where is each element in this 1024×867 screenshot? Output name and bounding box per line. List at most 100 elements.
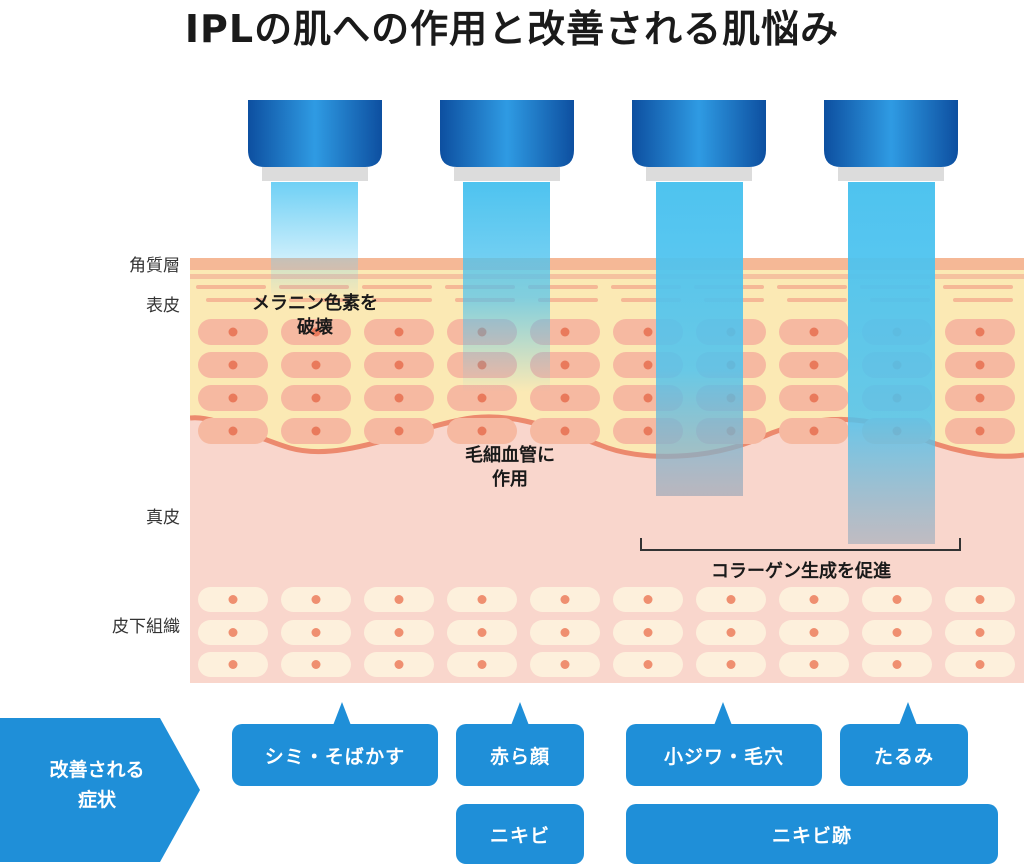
capillary-effect-label: 毛細血管に 作用 xyxy=(465,445,555,490)
corneum-dash xyxy=(206,298,266,302)
cell-nucleus xyxy=(477,393,487,403)
cell-nucleus xyxy=(394,327,404,337)
symptom-wrinkles-pores: 小ジワ・毛穴 xyxy=(626,724,822,786)
cell-nucleus xyxy=(477,426,487,436)
symptom-acne: ニキビ xyxy=(456,804,584,864)
bubble-pointer-spots xyxy=(332,702,352,728)
cell-nucleus xyxy=(560,660,570,669)
light-beam-1 xyxy=(271,182,358,294)
light-beam-3 xyxy=(656,182,743,496)
page-title: IPLの肌への作用と改善される肌悩み xyxy=(184,7,840,51)
label-dermis: 真皮 xyxy=(146,508,180,528)
cell-nucleus xyxy=(228,426,238,436)
label-stratum-corneum: 角質層 xyxy=(129,256,180,276)
symptom-acne-scars: ニキビ跡 xyxy=(626,804,998,864)
cell-nucleus xyxy=(892,595,902,604)
label-epidermis: 表皮 xyxy=(146,296,180,316)
cell-nucleus xyxy=(892,660,902,669)
corneum-dash xyxy=(362,285,432,289)
cell-nucleus xyxy=(560,393,570,403)
corneum-dash xyxy=(289,298,349,302)
cell-nucleus xyxy=(560,360,570,370)
cell-nucleus xyxy=(809,628,819,637)
cell-nucleus xyxy=(560,327,570,337)
cell-nucleus xyxy=(809,660,819,669)
cell-nucleus xyxy=(643,360,653,370)
cell-nucleus xyxy=(228,360,238,370)
cell-nucleus xyxy=(643,393,653,403)
stratum-corneum-band xyxy=(190,258,1024,270)
cell-nucleus xyxy=(560,426,570,436)
cell-nucleus xyxy=(726,628,736,637)
corneum-dash xyxy=(787,298,847,302)
light-beam-2 xyxy=(463,182,550,392)
cell-nucleus xyxy=(726,595,736,604)
cell-nucleus xyxy=(643,426,653,436)
cell-nucleus xyxy=(643,327,653,337)
cell-nucleus xyxy=(643,595,653,604)
cell-nucleus xyxy=(477,660,487,669)
symptom-redness: 赤ら顔 xyxy=(456,724,584,786)
cell-nucleus xyxy=(809,393,819,403)
subcutaneous-cells xyxy=(198,587,1015,677)
corneum-dash xyxy=(943,285,1013,289)
cell-nucleus xyxy=(975,660,985,669)
cell-nucleus xyxy=(394,393,404,403)
bubble-pointer-wrinkles xyxy=(713,702,733,728)
corneum-dash xyxy=(538,298,598,302)
melanin-effect-label: メラニン色素を 破壊 xyxy=(252,293,378,338)
corneum-dash xyxy=(953,298,1013,302)
cell-nucleus xyxy=(394,360,404,370)
cell-nucleus xyxy=(643,660,653,669)
cell-nucleus xyxy=(477,628,487,637)
cell-nucleus xyxy=(228,393,238,403)
cell-nucleus xyxy=(394,628,404,637)
cell-nucleus xyxy=(311,426,321,436)
symptom-spots: シミ・そばかす xyxy=(232,724,438,786)
cell-nucleus xyxy=(560,628,570,637)
cell-nucleus xyxy=(311,660,321,669)
cell-nucleus xyxy=(809,360,819,370)
improve-arrow xyxy=(0,718,200,862)
cell-nucleus xyxy=(892,628,902,637)
cell-nucleus xyxy=(975,628,985,637)
collagen-effect-label: コラーゲン生成を促進 xyxy=(711,561,891,582)
cell-nucleus xyxy=(228,628,238,637)
symptom-sagging: たるみ xyxy=(840,724,968,786)
collagen-bracket xyxy=(640,538,961,551)
corneum-dash xyxy=(372,298,432,302)
cell-nucleus xyxy=(726,660,736,669)
cell-nucleus xyxy=(311,360,321,370)
cell-nucleus xyxy=(228,595,238,604)
cell-nucleus xyxy=(975,426,985,436)
cell-nucleus xyxy=(809,327,819,337)
ipl-head-3 xyxy=(632,100,766,181)
improve-label: 改善される 症状 xyxy=(49,759,145,811)
cell-nucleus xyxy=(394,595,404,604)
ipl-head-1 xyxy=(248,100,382,181)
cell-nucleus xyxy=(228,327,238,337)
cell-nucleus xyxy=(477,595,487,604)
cell-nucleus xyxy=(311,393,321,403)
cell-nucleus xyxy=(975,360,985,370)
cell-nucleus xyxy=(975,595,985,604)
cell-nucleus xyxy=(311,595,321,604)
bubble-pointer-sagging xyxy=(898,702,918,728)
corneum-dash xyxy=(196,285,266,289)
label-subcutaneous: 皮下組織 xyxy=(112,617,180,637)
cell-nucleus xyxy=(975,393,985,403)
cell-nucleus xyxy=(643,628,653,637)
cell-nucleus xyxy=(560,595,570,604)
ipl-head-2 xyxy=(440,100,574,181)
cell-nucleus xyxy=(809,595,819,604)
bubble-pointer-redness xyxy=(510,702,530,728)
ipl-head-4 xyxy=(824,100,958,181)
cell-nucleus xyxy=(311,628,321,637)
cell-nucleus xyxy=(228,660,238,669)
cell-nucleus xyxy=(975,327,985,337)
cell-nucleus xyxy=(394,426,404,436)
corneum-dash xyxy=(777,285,847,289)
cell-nucleus xyxy=(809,426,819,436)
light-beam-4 xyxy=(848,182,935,544)
